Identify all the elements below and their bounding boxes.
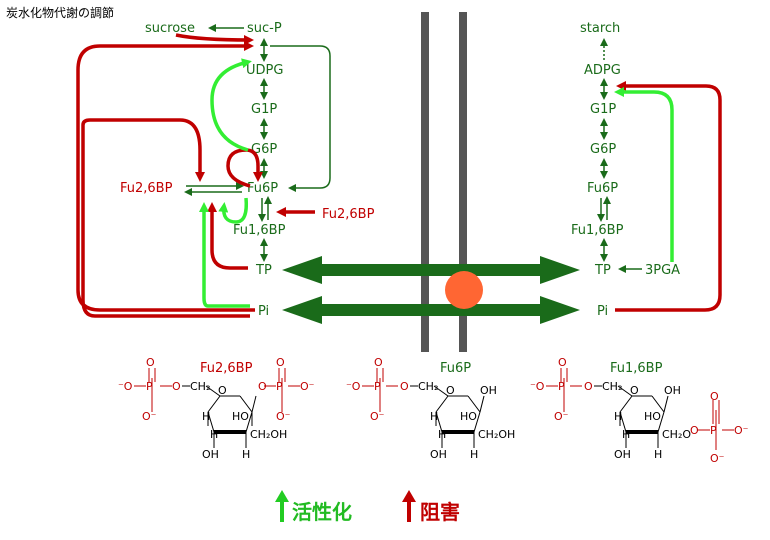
svg-text:OH: OH — [202, 448, 219, 461]
svg-text:O: O — [258, 380, 267, 393]
svg-text:⁻O: ⁻O — [346, 380, 361, 393]
svg-text:O: O — [172, 380, 181, 393]
svg-text:OH: OH — [480, 384, 497, 397]
svg-text:P: P — [374, 380, 381, 393]
svg-text:CH₂: CH₂ — [190, 380, 210, 393]
pi-label: Pi — [258, 304, 269, 319]
pi-transport-arrow — [282, 296, 580, 324]
svg-text:O⁻: O⁻ — [554, 410, 569, 423]
svg-text:O: O — [630, 384, 639, 397]
svg-text:H: H — [470, 448, 478, 461]
fu16bp-label: Fu1,6BP — [233, 223, 286, 238]
svg-text:H: H — [614, 410, 622, 423]
pga-label: 3PGA — [645, 263, 680, 278]
chloroplast-pathway-arrows — [597, 38, 642, 273]
structure-fu6p: ⁻O P O O⁻ O CH₂ O OH H HO H CH₂OH OH H — [346, 356, 515, 461]
chl-pi-label: Pi — [597, 304, 608, 319]
legend-activate-label: 活性化 — [292, 500, 352, 524]
svg-text:O: O — [400, 380, 409, 393]
structure-fu26bp: ⁻O P O O⁻ O O P O O⁻ O⁻ CH₂ O H HO H CH₂… — [118, 356, 315, 461]
svg-text:H: H — [202, 410, 210, 423]
svg-text:OH: OH — [430, 448, 447, 461]
starch-label: starch — [580, 21, 620, 36]
svg-text:O: O — [146, 356, 155, 369]
g6p-label: G6P — [251, 142, 277, 157]
udpg-label: UDPG — [246, 63, 283, 78]
svg-text:O: O — [276, 356, 285, 369]
cytosol-pathway-arrows — [184, 24, 331, 262]
svg-text:O⁻: O⁻ — [142, 410, 157, 423]
fu26bp-left-label: Fu2,6BP — [120, 181, 173, 196]
activate-arrow-icon — [275, 490, 289, 522]
chl-fu16bp-label: Fu1,6BP — [571, 223, 624, 238]
svg-text:P: P — [558, 380, 565, 393]
svg-text:O: O — [446, 384, 455, 397]
membrane-left — [421, 12, 429, 352]
svg-text:O: O — [218, 384, 227, 397]
svg-text:O⁻: O⁻ — [710, 452, 725, 465]
adpg-label: ADPG — [584, 63, 621, 78]
svg-text:O: O — [558, 356, 567, 369]
chl-fu6p-label: Fu6P — [587, 181, 618, 196]
svg-text:CH₂O: CH₂O — [662, 428, 691, 441]
fu26bp-right-label: Fu2,6BP — [322, 207, 375, 222]
svg-text:CH₂: CH₂ — [418, 380, 438, 393]
structure-fu16bp-label: Fu1,6BP — [610, 361, 663, 376]
svg-text:O⁻: O⁻ — [300, 380, 315, 393]
svg-text:H: H — [210, 428, 218, 441]
svg-text:H: H — [438, 428, 446, 441]
chl-tp-label: TP — [594, 263, 611, 278]
inhibition-arrows — [76, 33, 722, 318]
g1p-label: G1P — [251, 102, 277, 117]
svg-text:HO: HO — [644, 410, 661, 423]
legend-inhibit: 阻害 — [402, 490, 460, 524]
svg-text:O: O — [374, 356, 383, 369]
svg-text:HO: HO — [460, 410, 477, 423]
structure-fu16bp: ⁻O P O O⁻ O CH₂ O OH H HO H CH₂O O P O O… — [530, 356, 749, 465]
legend-activate: 活性化 — [275, 490, 352, 524]
phosphate-translocator — [445, 271, 483, 309]
activation-arrows — [199, 58, 674, 308]
svg-text:O⁻: O⁻ — [370, 410, 385, 423]
svg-text:⁻O: ⁻O — [530, 380, 545, 393]
sucrose-label: sucrose — [145, 21, 195, 36]
membrane-right — [459, 12, 467, 352]
svg-text:P: P — [146, 380, 153, 393]
svg-text:CH₂OH: CH₂OH — [478, 428, 515, 441]
svg-text:OH: OH — [614, 448, 631, 461]
svg-text:O⁻: O⁻ — [276, 410, 291, 423]
svg-text:O: O — [690, 424, 699, 437]
suc-p-label: suc-P — [247, 21, 282, 36]
svg-text:O: O — [710, 390, 719, 403]
svg-text:P: P — [276, 380, 283, 393]
structure-fu26bp-label: Fu2,6BP — [200, 361, 253, 376]
svg-text:H: H — [654, 448, 662, 461]
chl-g1p-label: G1P — [590, 102, 616, 117]
svg-text:H: H — [622, 428, 630, 441]
svg-text:P: P — [710, 424, 717, 437]
tp-label: TP — [255, 263, 272, 278]
svg-text:O: O — [584, 380, 593, 393]
structure-fu6p-label: Fu6P — [440, 361, 471, 376]
tp-transport-arrow — [282, 256, 580, 284]
svg-text:H: H — [242, 448, 250, 461]
svg-text:HO: HO — [232, 410, 249, 423]
chl-g6p-label: G6P — [590, 142, 616, 157]
svg-text:O⁻: O⁻ — [734, 424, 749, 437]
fu6p-label: Fu6P — [247, 181, 278, 196]
inhibit-arrow-icon — [402, 490, 416, 522]
svg-text:H: H — [430, 410, 438, 423]
svg-text:OH: OH — [664, 384, 681, 397]
svg-text:CH₂OH: CH₂OH — [250, 428, 287, 441]
page-title: 炭水化物代謝の調節 — [6, 6, 115, 20]
legend-inhibit-label: 阻害 — [420, 500, 460, 524]
svg-text:CH₂: CH₂ — [602, 380, 622, 393]
svg-text:⁻O: ⁻O — [118, 380, 133, 393]
